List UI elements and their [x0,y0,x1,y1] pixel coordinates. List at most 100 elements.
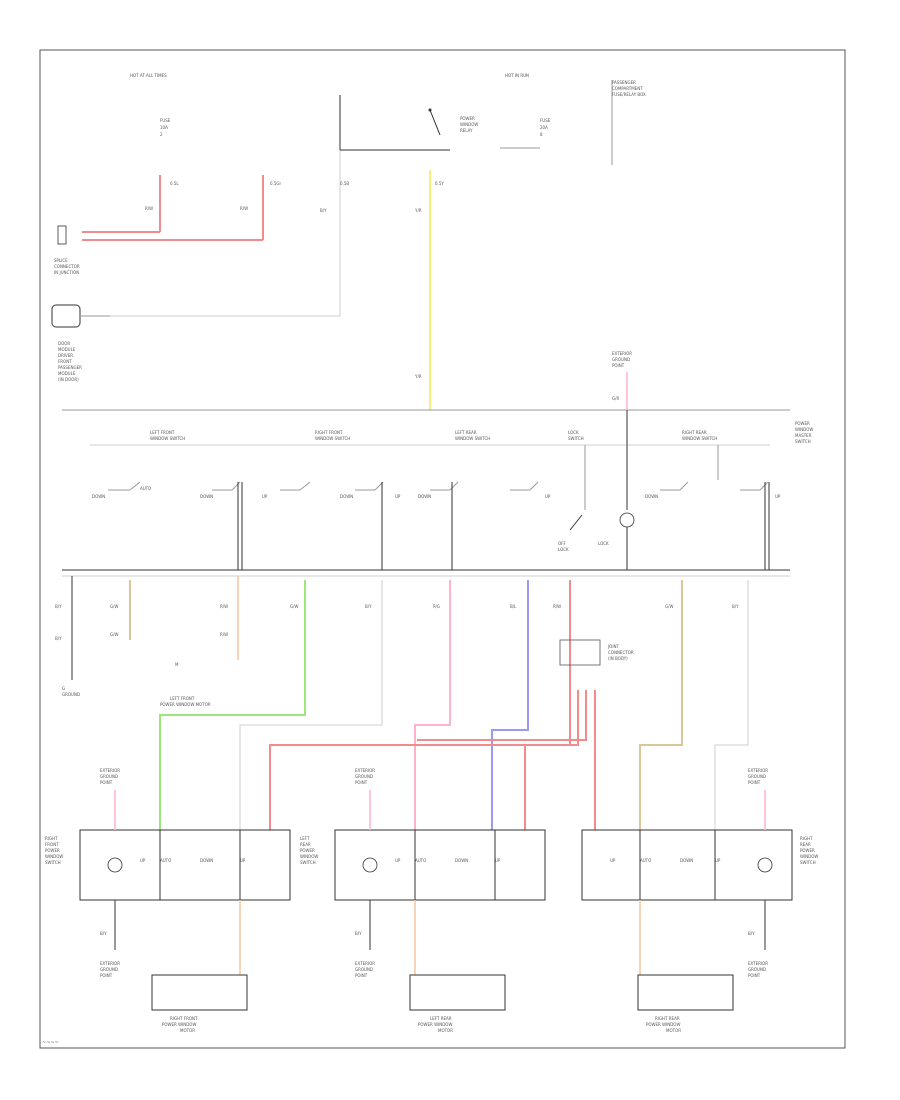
svg-text:RIGHT FRONT: RIGHT FRONT [315,430,343,435]
svg-text:WINDOW: WINDOW [460,122,478,127]
svg-text:FUSE: FUSE [540,118,551,123]
svg-text:POWER: POWER [460,116,475,121]
svg-text:B/Y: B/Y [55,636,62,641]
svg-text:GROUND: GROUND [62,692,80,697]
svg-text:R/W: R/W [240,206,248,211]
svg-text:G/W: G/W [110,632,118,637]
svg-text:UP: UP [715,858,721,863]
svg-text:UP: UP [240,858,246,863]
svg-text:DOWN: DOWN [418,494,431,499]
svg-text:FRONT: FRONT [58,359,72,364]
svg-text:DOOR: DOOR [58,341,70,346]
svg-text:POWER WINDOW: POWER WINDOW [418,1022,452,1027]
svg-text:EXTERIOR: EXTERIOR [748,961,768,966]
svg-text:LOCK: LOCK [568,430,579,435]
svg-text:SWITCH: SWITCH [45,860,61,865]
svg-text:RIGHT: RIGHT [800,836,813,841]
svg-text:UP: UP [395,858,401,863]
svg-text:PASSENGER: PASSENGER [612,80,636,85]
svg-text:UP: UP [610,858,616,863]
svg-text:LOCK: LOCK [558,547,569,552]
svg-text:OFF: OFF [558,541,566,546]
svg-text:EXTERIOR: EXTERIOR [355,961,375,966]
svg-text:2: 2 [160,132,163,137]
ground-top: EXTERIOR GROUND POINT G/R [612,351,632,410]
svg-text:POINT: POINT [748,780,761,785]
svg-text:DOWN: DOWN [455,858,468,863]
svg-text:FUSE: FUSE [160,118,171,123]
svg-text:MODULE: MODULE [58,371,76,376]
svg-text:R/W: R/W [220,632,228,637]
svg-text:B/Y: B/Y [365,604,372,609]
svg-text:SWITCH: SWITCH [800,860,816,865]
svg-text:0.5Y: 0.5Y [435,181,444,186]
svg-text:GROUND: GROUND [355,774,373,779]
svg-text:FUSE/RELAY BOX: FUSE/RELAY BOX [612,92,646,97]
svg-text:P/G: P/G [433,604,440,609]
svg-text:B/Y: B/Y [320,208,327,213]
svg-text:POWER: POWER [795,421,810,426]
svg-text:LEFT FRONT: LEFT FRONT [170,696,195,701]
mid-wires: B/Y B/Y G GROUND G/W G/W R/W R/W M LEFT … [55,576,749,830]
svg-text:EXTERIOR: EXTERIOR [355,768,375,773]
svg-text:WINDOW SWITCH: WINDOW SWITCH [150,436,185,441]
svg-text:POWER: POWER [800,848,815,853]
svg-text:20A: 20A [540,125,548,130]
svg-text:UP: UP [495,858,501,863]
page-code: ~~~~ [42,1040,59,1046]
svg-text:IN JUNCTION: IN JUNCTION [54,270,79,275]
svg-text:EXTERIOR: EXTERIOR [612,351,632,356]
svg-text:R/W: R/W [145,206,153,211]
svg-text:Y/R: Y/R [414,208,422,213]
svg-text:POWER: POWER [300,848,315,853]
svg-text:8: 8 [540,132,543,137]
svg-text:SWITCH: SWITCH [568,436,584,441]
svg-text:WINDOW SWITCH: WINDOW SWITCH [682,436,717,441]
svg-text:10A: 10A [160,125,168,130]
svg-text:POINT: POINT [355,973,368,978]
svg-text:G/W: G/W [110,604,118,609]
svg-text:G/W: G/W [665,604,673,609]
svg-text:REAR: REAR [300,842,311,847]
svg-text:POINT: POINT [748,973,761,978]
svg-text:RIGHT REAR: RIGHT REAR [655,1016,680,1021]
svg-text:SWITCH: SWITCH [300,860,316,865]
svg-text:(IN BODY): (IN BODY) [608,656,628,661]
label-fuse-left: HOT AT ALL TIMES [130,73,167,78]
svg-text:DOWN: DOWN [200,494,213,499]
svg-text:SPLICE: SPLICE [54,258,68,263]
svg-text:POINT: POINT [100,973,113,978]
svg-text:MOTOR: MOTOR [180,1028,195,1033]
svg-text:0.5B: 0.5B [340,181,349,186]
svg-text:WINDOW: WINDOW [300,854,318,859]
svg-text:MOTOR: MOTOR [438,1028,453,1033]
svg-text:PASSENGER: PASSENGER [58,365,82,370]
svg-text:B/Y: B/Y [355,931,362,936]
svg-text:POINT: POINT [100,780,113,785]
svg-text:LEFT: LEFT [300,836,310,841]
svg-text:GROUND: GROUND [612,357,630,362]
svg-text:GROUND: GROUND [748,774,766,779]
svg-text:AUTO: AUTO [415,858,426,863]
svg-text:AUTO: AUTO [640,858,651,863]
svg-text:MASTER: MASTER [795,433,812,438]
svg-text:B/Y: B/Y [55,604,62,609]
svg-text:0.5Gr: 0.5Gr [270,181,281,186]
svg-text:LEFT FRONT: LEFT FRONT [150,430,175,435]
svg-text:EXTERIOR: EXTERIOR [100,768,120,773]
svg-text:CONNECTOR: CONNECTOR [608,650,634,655]
svg-text:REAR: REAR [800,842,811,847]
svg-text:RIGHT FRONT: RIGHT FRONT [170,1016,198,1021]
svg-text:R/W: R/W [220,604,228,609]
svg-text:DOWN: DOWN [680,858,693,863]
svg-text:RIGHT REAR: RIGHT REAR [682,430,707,435]
svg-text:UP: UP [395,494,401,499]
svg-text:DOWN: DOWN [92,494,105,499]
svg-text:UP: UP [775,494,781,499]
svg-text:POWER: POWER [45,848,60,853]
svg-text:GROUND: GROUND [355,967,373,972]
svg-text:0.5L: 0.5L [170,181,179,186]
svg-text:RELAY: RELAY [460,128,473,133]
